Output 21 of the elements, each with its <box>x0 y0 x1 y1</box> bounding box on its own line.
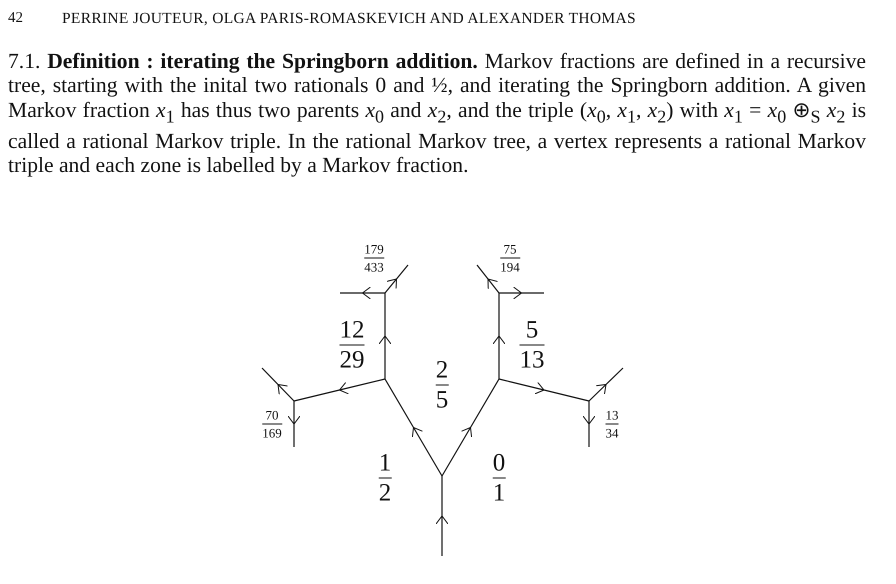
fraction-numerator: 5 <box>526 318 538 342</box>
fraction-denominator: 5 <box>436 388 448 412</box>
fraction-denominator: 433 <box>364 260 384 274</box>
fraction-denominator: 34 <box>606 426 618 440</box>
fraction-numerator: 1 <box>378 450 392 476</box>
fraction-numerator: 13 <box>606 408 618 422</box>
fraction-numerator: 179 <box>364 242 384 256</box>
fraction-denominator: 1 <box>492 480 506 506</box>
fraction-denominator: 29 <box>340 348 364 372</box>
fraction-numerator: 2 <box>436 358 448 382</box>
fraction-numerator: 12 <box>340 318 364 342</box>
fraction-denominator: 194 <box>500 260 520 274</box>
running-header: PERRINE JOUTEUR, OLGA PARIS-ROMASKEVICH AND ALEXANDER THOMAS <box>62 10 636 28</box>
fraction-numerator: 0 <box>492 450 506 476</box>
fraction-denominator: 2 <box>378 480 392 506</box>
page-number: 42 <box>8 10 23 27</box>
fraction-numerator: 75 <box>504 242 516 256</box>
fraction-denominator: 13 <box>520 348 544 372</box>
fraction-numerator: 70 <box>266 408 278 422</box>
paragraph: 7.1. Definition : iterating the Springborn addition. Markov fractions are defined in a recursive tree, starting with the inital two rationals 0 and ½, and iterating the Springborn addition. A given Markov fraction x$_{1}$ has thus two parents x$_{0}$ and x$_{2}$, and the triple (x$_{0}$, x$_{1}$, x$_{2}$) with x$_{1}$ = x$_{0}$ ⊕$_{S}$ x$_{2}$ is called a rational Markov triple. In the rational Markov tree, a vertex represents a rational Markov triple and each zone is labelled by a Markov fraction. <box>8 49 866 178</box>
fraction-denominator: 169 <box>262 426 282 440</box>
